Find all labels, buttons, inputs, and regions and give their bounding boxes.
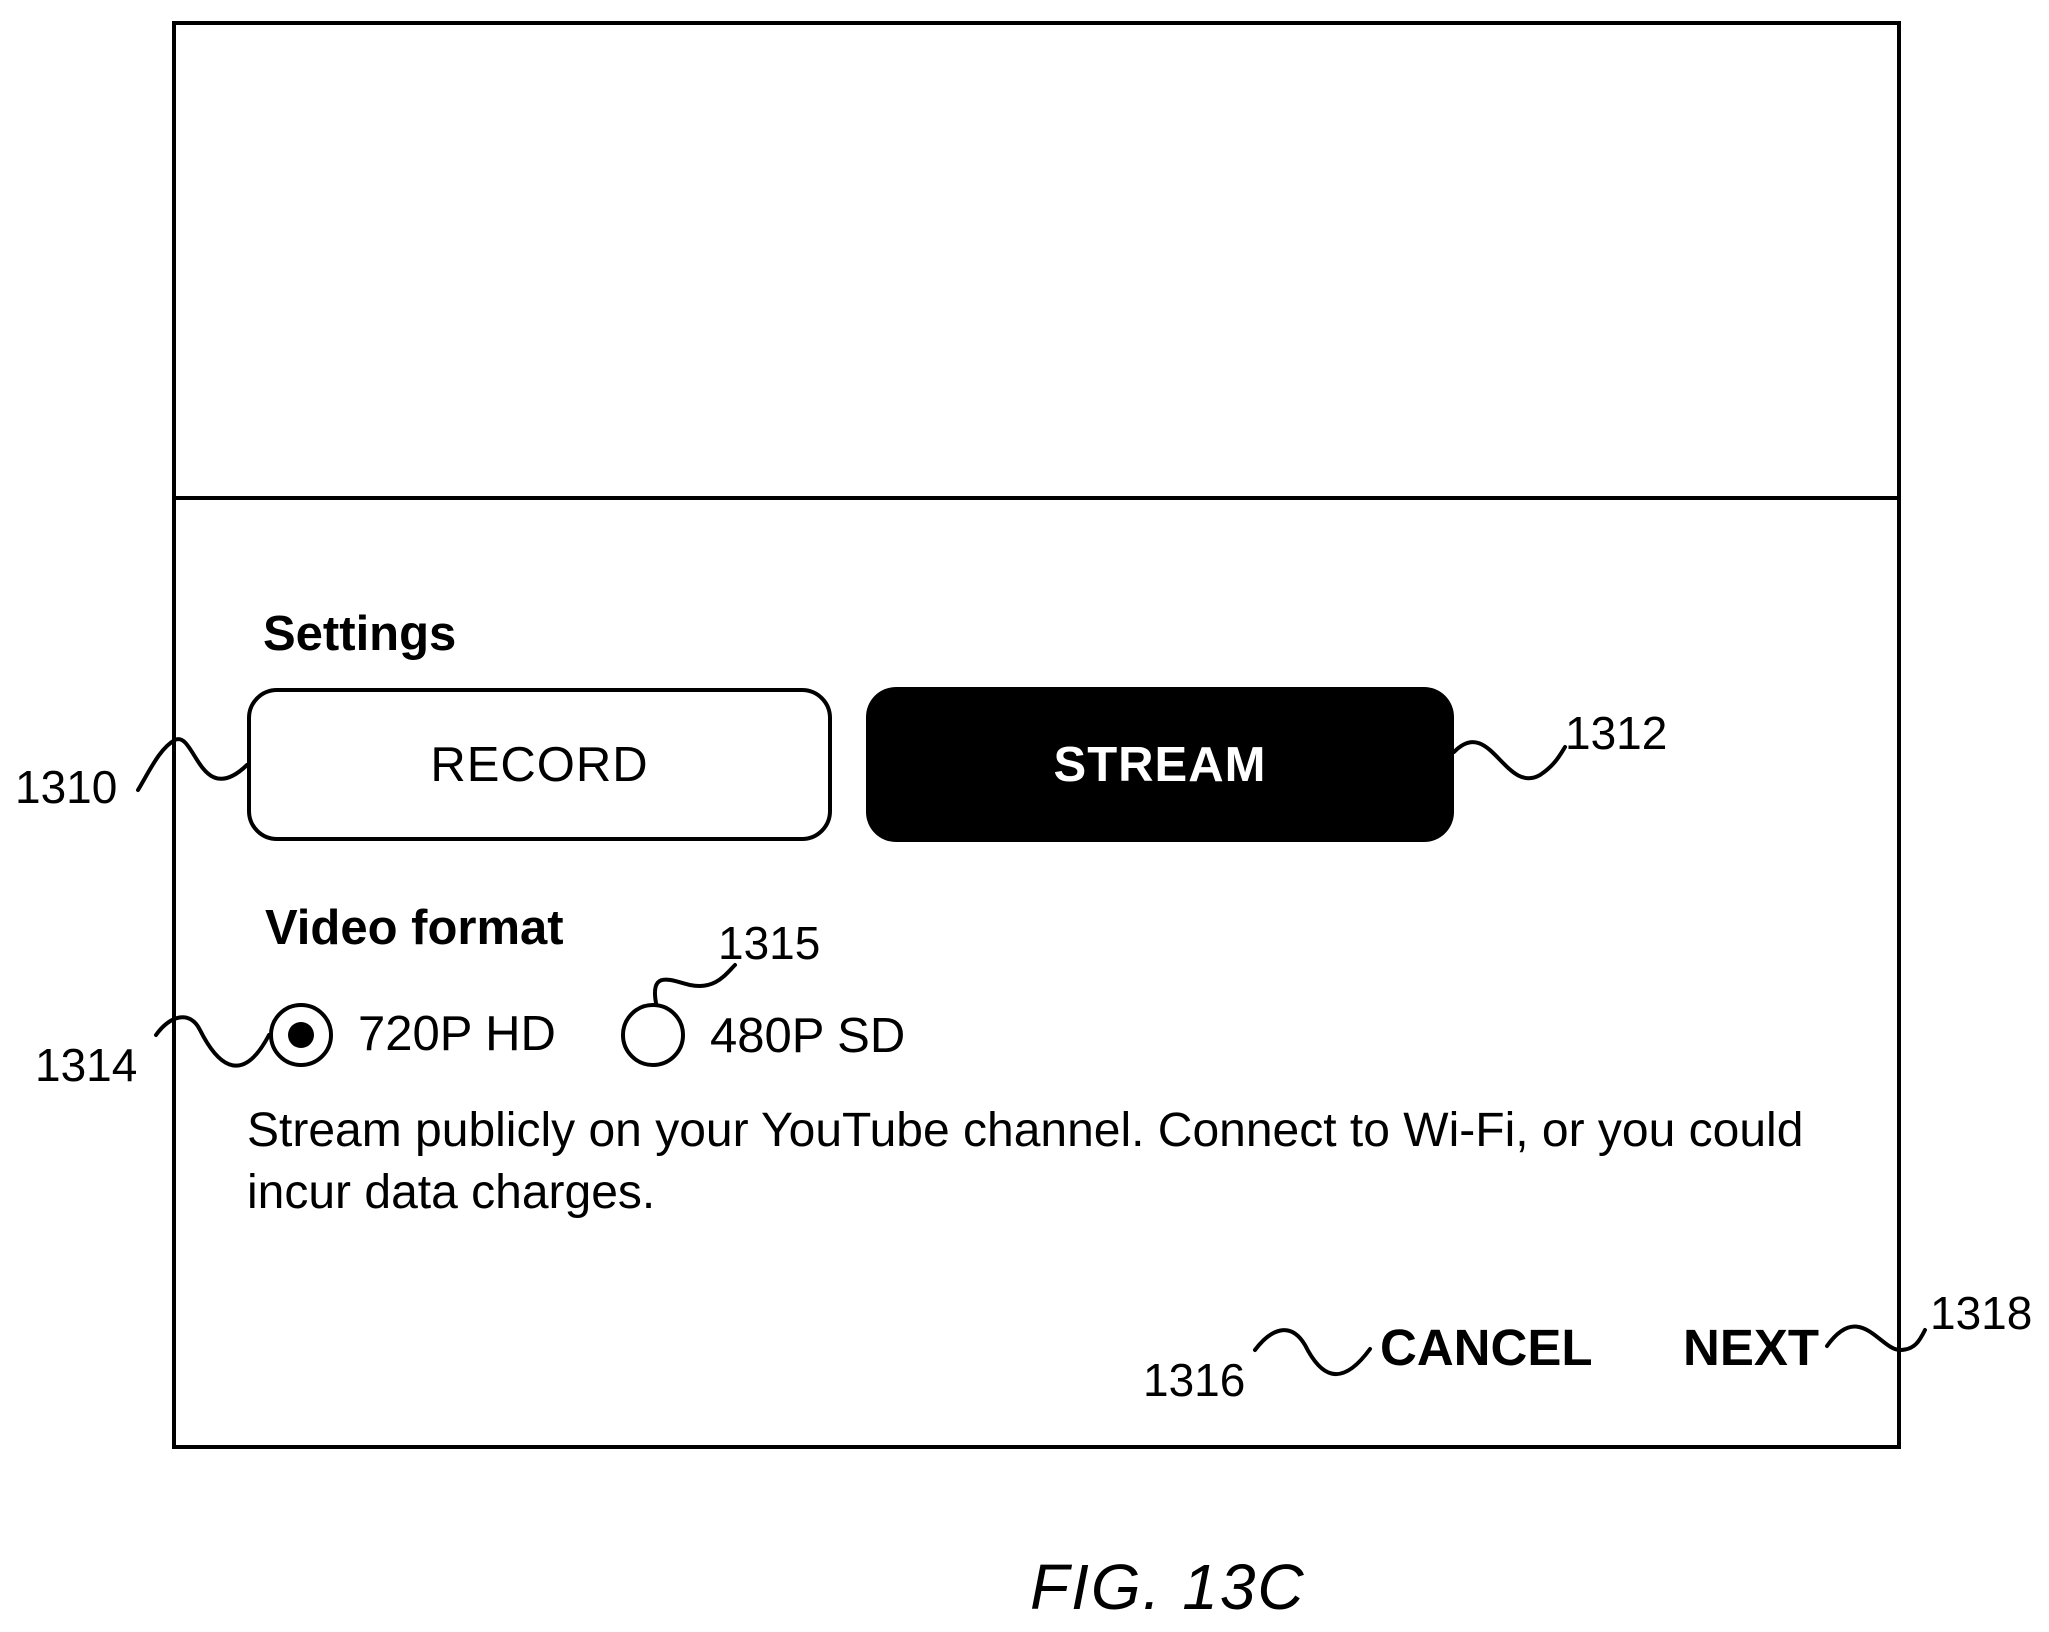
figure-caption: FIG. 13C bbox=[1030, 1555, 1306, 1619]
leader-1312 bbox=[1454, 742, 1565, 778]
ref-1310: 1310 bbox=[15, 764, 117, 810]
ref-1315: 1315 bbox=[718, 920, 820, 966]
leader-1314 bbox=[156, 1017, 269, 1065]
ref-1318: 1318 bbox=[1930, 1290, 2032, 1336]
leader-1310 bbox=[138, 739, 247, 790]
leader-1318 bbox=[1827, 1327, 1925, 1350]
ref-1316: 1316 bbox=[1143, 1357, 1245, 1403]
ref-1312: 1312 bbox=[1565, 710, 1667, 756]
leader-1316 bbox=[1255, 1330, 1370, 1374]
leader-1315 bbox=[655, 965, 735, 1003]
ref-1314: 1314 bbox=[35, 1042, 137, 1088]
